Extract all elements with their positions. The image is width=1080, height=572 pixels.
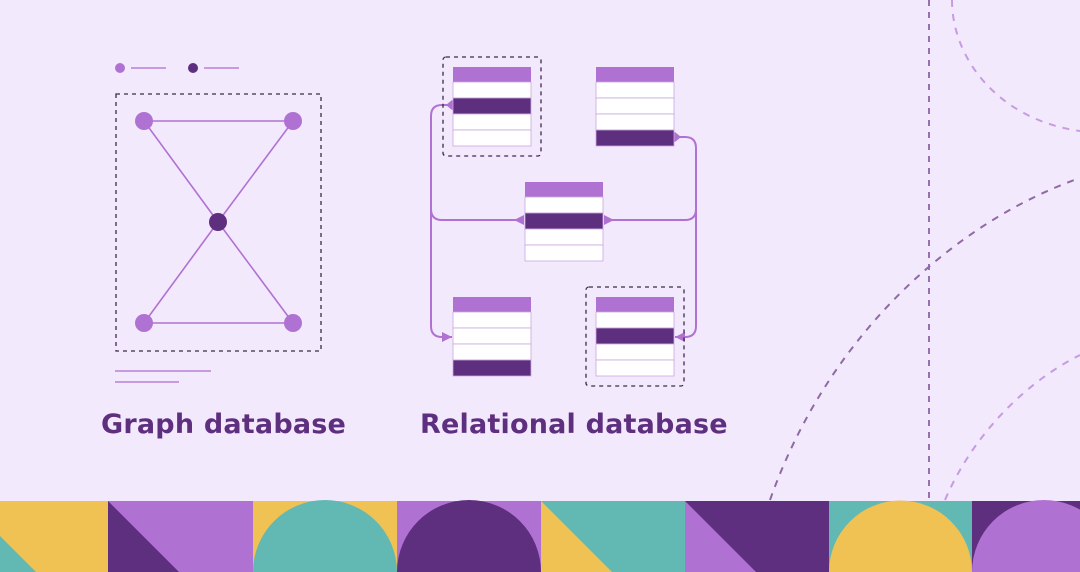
table-bottom-right-row-1 [595,311,675,329]
graph-node-bottom-right [284,314,302,332]
table-bottom-left [452,297,532,377]
tile-3-semicircle [253,500,397,572]
background-decoration [769,0,1080,501]
tile-5-triangle [541,501,612,572]
connector-left-loop [430,104,524,221]
graph-database-label: Graph database [101,409,347,440]
connector-right-loop [604,136,697,221]
table-bottom-right-row-2 [595,327,675,345]
legend-dark-node-icon [188,63,198,73]
graph-node-bottom-left [135,314,153,332]
table-bottom-left-header [453,297,531,312]
table-bottom-left-row-4 [452,359,532,377]
graph-legend [115,63,239,73]
table-center-row-3 [524,228,604,246]
relational-tables [442,56,685,387]
connector-right-down [675,209,697,338]
bottom-pattern-band [0,500,1080,572]
table-center-row-4 [524,244,604,262]
graph-network [135,112,302,332]
decorative-arc-top [951,0,1080,132]
table-top-right-header [596,67,674,82]
table-top-left-selection-frame [442,56,542,157]
connector-left-down [430,209,452,338]
table-top-left-row-1 [452,81,532,99]
table-center-header [525,182,603,197]
relation-connectors [430,104,697,338]
table-bottom-left-row-2 [452,327,532,345]
table-top-left-row-4 [452,129,532,147]
table-top-left-row-3 [452,113,532,131]
table-bottom-right-header [596,297,674,312]
table-center-row-1 [524,196,604,214]
graph-edge-center-bottom-left [143,221,219,324]
table-bottom-left-row-3 [452,343,532,361]
marker-bottom-left [442,332,452,342]
tile-1-triangle [0,536,36,572]
table-top-right [595,67,675,147]
decorative-arc-bottom [944,354,1080,501]
graph-node-center [209,213,227,231]
table-top-right-row-3 [595,113,675,131]
tile-8-semicircle [972,500,1080,572]
table-center [524,182,604,262]
tile-6-triangle [685,501,756,572]
graph-caption-lines [115,370,211,383]
table-top-right-row-2 [595,97,675,115]
table-bottom-right-row-4 [595,359,675,377]
graph-node-top-right [284,112,302,130]
table-top-right-row-4 [595,129,675,147]
table-bottom-right-row-3 [595,343,675,361]
decorative-arc-large [769,177,1080,501]
relational-database-label: Relational database [420,409,728,440]
table-center-row-2 [524,212,604,230]
graph-edge-top-right-center [217,120,294,223]
table-bottom-left-row-1 [452,311,532,329]
graph-edge-center-bottom-right [217,221,294,324]
table-bottom-right [585,286,685,387]
tile-7-semicircle [829,500,972,572]
tile-4-semicircle [397,500,541,572]
table-top-right-row-1 [595,81,675,99]
graph-frame [115,93,322,352]
legend-light-node-icon [115,63,125,73]
graph-node-top-left [135,112,153,130]
table-top-left-header [453,67,531,82]
table-top-left [442,56,542,157]
marker-center-left [514,215,524,225]
graph-edge-top-left-center [143,120,219,223]
tile-2-triangle [108,501,179,572]
marker-bottom-right [675,332,685,342]
table-top-left-row-2 [452,97,532,115]
table-bottom-right-selection-frame [585,286,685,387]
marker-center-right [604,215,614,225]
